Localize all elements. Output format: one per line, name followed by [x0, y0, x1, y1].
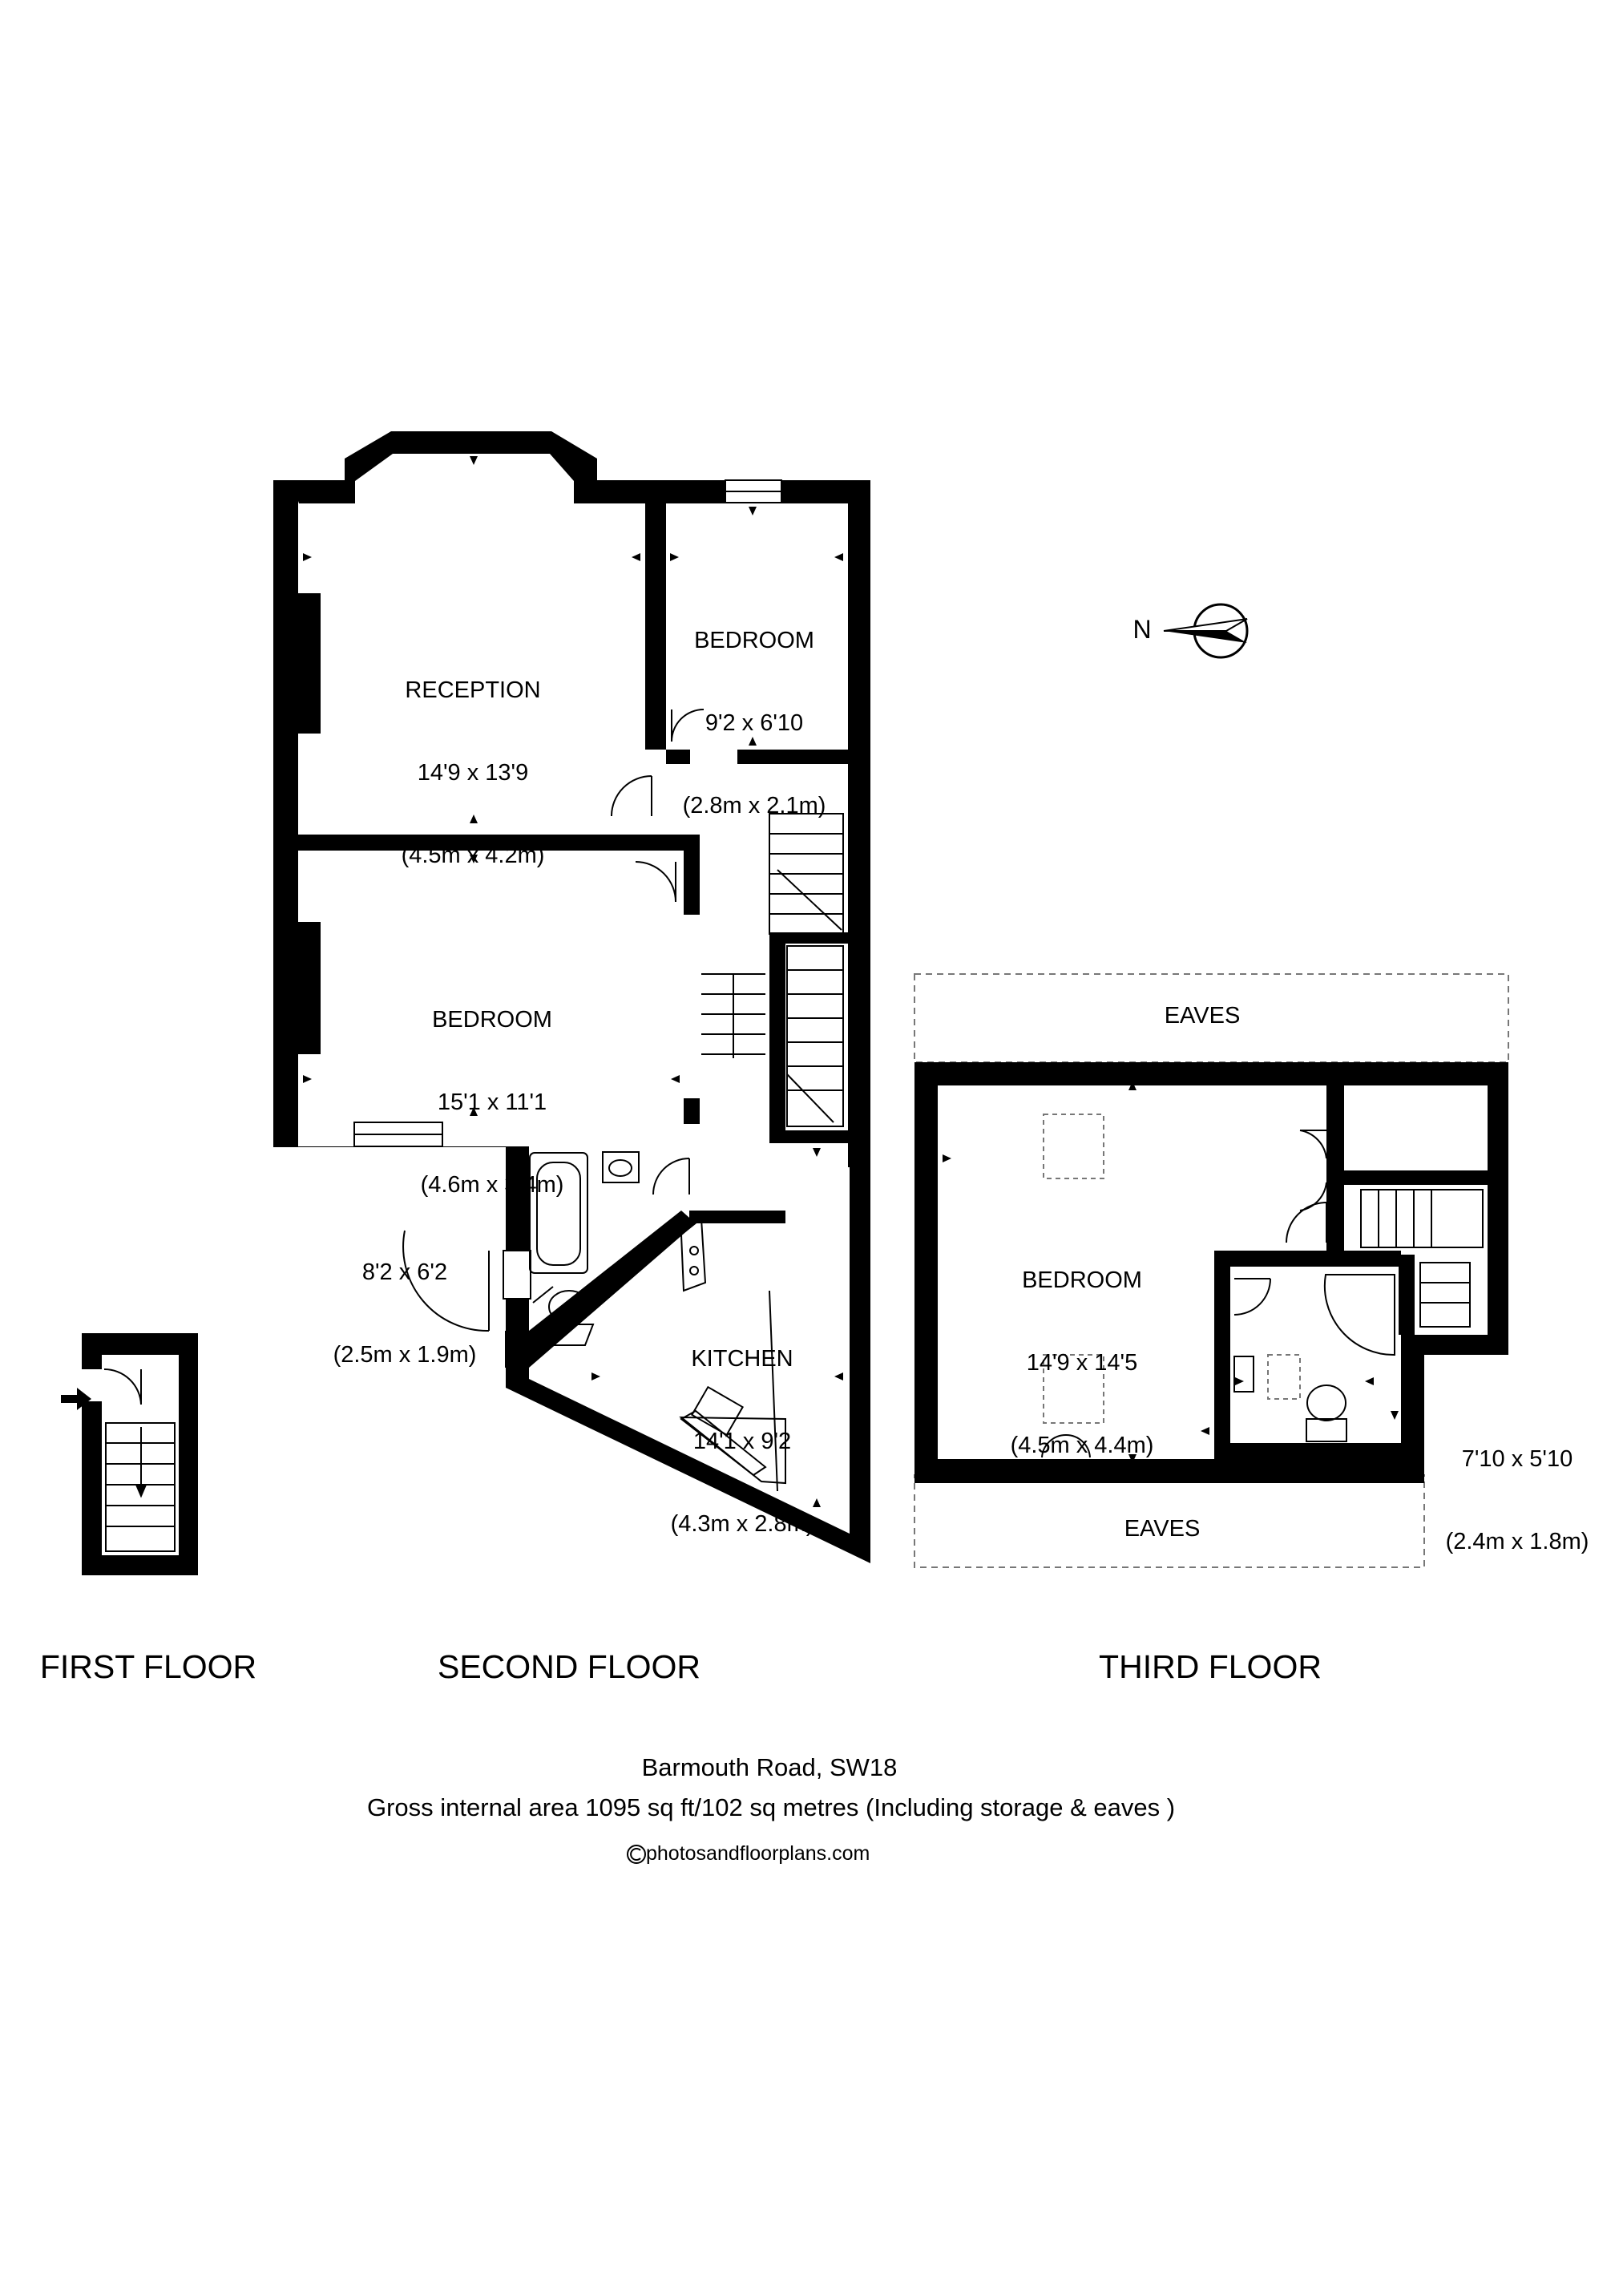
entrance-arrow-icon: [61, 1388, 91, 1410]
eaves-bottom-label: EAVES: [1124, 1516, 1201, 1542]
bedroom-third-name: BEDROOM: [1022, 1267, 1142, 1294]
address-text: Barmouth Road, SW18: [641, 1753, 898, 1781]
bathroom-dim-metric: (2.5m x 1.9m): [333, 1342, 477, 1368]
third-floor-inner-walls: [1214, 1085, 1488, 1443]
bedroom-small-dim-metric: (2.8m x 2.1m): [682, 792, 826, 819]
bedroom-third-dim-imperial: 14'9 x 14'5: [1026, 1350, 1138, 1376]
copyright-icon: [627, 1845, 646, 1864]
kitchen-name: KITCHEN: [691, 1346, 793, 1372]
third-floor-stairs: [1360, 1189, 1484, 1328]
bathroom-dim-imperial: 8'2 x 6'2: [361, 1259, 448, 1286]
bedroom-second-label: BEDROOM 15'1 x 11'1 (4.6m x 3.4m): [396, 952, 588, 1226]
ensuite-fixtures: [1233, 1274, 1395, 1442]
bedroom-third-dim-metric: (4.5m x 4.4m): [1010, 1432, 1154, 1458]
reception-dim-imperial: 14'9 x 13'9: [417, 760, 529, 786]
bedroom-third-label: BEDROOM 14'9 x 14'5 (4.5m x 4.4m): [986, 1212, 1178, 1486]
third-floor-plan: [914, 973, 1509, 1568]
ensuite-dim-imperial: 7'10 x 5'10: [1461, 1446, 1573, 1473]
third-floor-dimension-markers: [943, 1081, 1399, 1463]
third-floor-title: THIRD FLOOR: [1099, 1648, 1322, 1685]
bedroom-small-name: BEDROOM: [694, 628, 814, 654]
copyright-text: photosandfloorplans.com: [646, 1842, 870, 1865]
reception-name: RECEPTION: [405, 677, 541, 704]
kitchen-dim-metric: (4.3m x 2.8m): [670, 1510, 814, 1537]
eaves-top-label: EAVES: [1164, 1003, 1241, 1029]
second-floor-inner-walls: [298, 501, 848, 1368]
kitchen-label: KITCHEN 14'1 x 9'2 (4.3m x 2.8m): [646, 1291, 838, 1565]
bedroom-second-name: BEDROOM: [432, 1007, 552, 1033]
bathroom-fixtures: [529, 1151, 640, 1346]
ensuite-label: 7'10 x 5'10 (2.4m x 1.8m): [1425, 1391, 1609, 1583]
first-floor-walls: [82, 1333, 198, 1575]
kitchen-fixtures: [679, 1217, 786, 1492]
compass-label: N: [1132, 615, 1152, 644]
eaves-bottom-outline: [914, 1474, 1425, 1568]
ensuite-dim-metric: (2.4m x 1.8m): [1445, 1529, 1589, 1555]
second-floor-dimension-markers: [303, 456, 843, 1507]
bedroom-second-dim-metric: (4.6m x 3.4m): [420, 1171, 564, 1198]
second-floor-title: SECOND FLOOR: [437, 1648, 701, 1685]
second-floor-plan: [273, 431, 870, 1563]
bedroom-small-dim-imperial: 9'2 x 6'10: [705, 710, 804, 737]
first-floor-stairs: [105, 1422, 176, 1552]
reception-dim-metric: (4.5m x 4.2m): [401, 842, 545, 868]
first-floor-title: FIRST FLOOR: [39, 1648, 257, 1685]
reception-label: RECEPTION 14'9 x 13'9 (4.5m x 4.2m): [377, 622, 569, 896]
area-text: Gross internal area 1095 sq ft/102 sq me…: [366, 1793, 1176, 1821]
bedroom-small-label: BEDROOM 9'2 x 6'10 (2.8m x 2.1m): [670, 572, 838, 847]
kitchen-dim-imperial: 14'1 x 9'2: [692, 1429, 792, 1455]
bathroom-label: 8'2 x 6'2 (2.5m x 1.9m): [313, 1204, 497, 1397]
compass-icon: [1163, 603, 1249, 659]
first-floor-plan: [61, 1333, 198, 1575]
bedroom-second-dim-imperial: 15'1 x 11'1: [437, 1089, 547, 1116]
second-floor-stairs: [701, 813, 844, 1127]
